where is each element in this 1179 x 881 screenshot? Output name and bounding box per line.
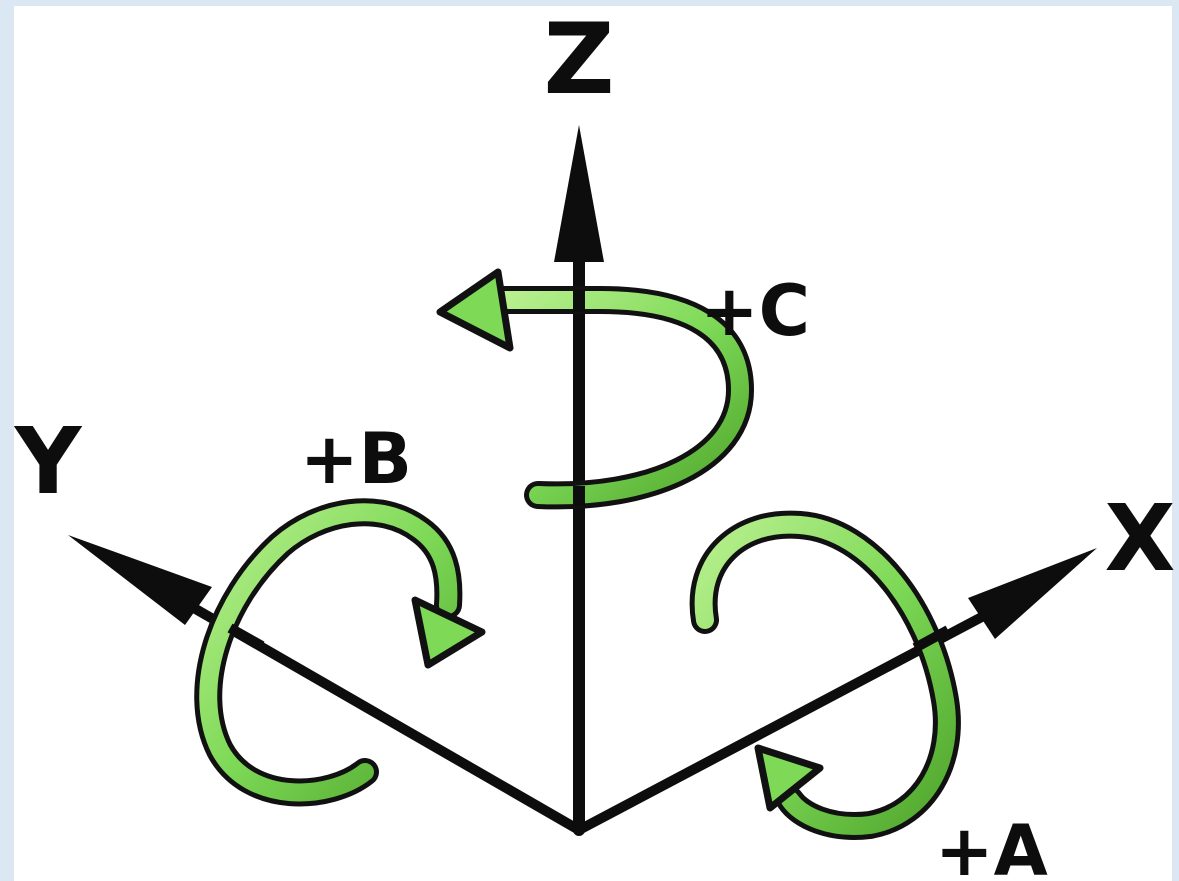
b-rotation-label: +B <box>300 418 412 500</box>
b-rotation-arrow-icon <box>194 498 486 807</box>
z-axis-label: Z <box>543 3 614 117</box>
x-axis-arrowhead-icon <box>968 548 1097 639</box>
diagram-panel <box>14 6 1172 881</box>
z-axis-arrowhead-icon <box>554 125 604 262</box>
y-axis-arrowhead-icon <box>68 535 212 625</box>
c-rotation-arrow-icon <box>436 268 755 510</box>
axis-arrowheads <box>68 125 1097 639</box>
a-rotation-arrow-icon <box>689 510 961 840</box>
a-rotation-label: +A <box>935 810 1048 881</box>
x-axis-label: X <box>1105 485 1176 592</box>
c-rotation-label: +C <box>700 270 810 352</box>
y-axis-label: Y <box>14 408 83 515</box>
